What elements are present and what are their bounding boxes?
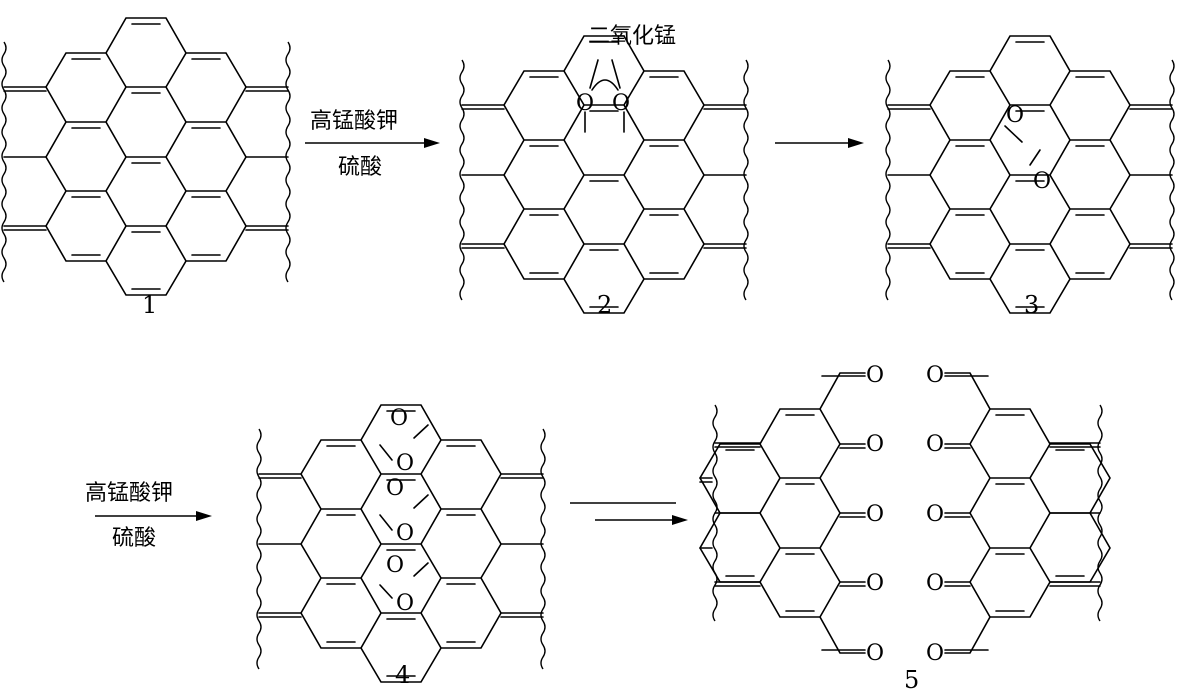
reagent-h2so4-2: 硫酸 [112, 526, 156, 551]
oxygen-atom: O [390, 406, 408, 431]
arrow-step-3 [95, 511, 212, 521]
oxygen-atom: O [926, 641, 944, 666]
oxygen-atom: O [926, 502, 944, 527]
oxygen-atom: O [396, 451, 414, 476]
label-structure-5: 5 [904, 666, 919, 693]
structure-5-left [699, 372, 866, 654]
arrow-step-4 [570, 502, 688, 525]
structure-5-right [944, 372, 1111, 654]
oxygen-atom: O [396, 591, 414, 616]
structure-2 [459, 35, 749, 314]
reagent-kmno4-1: 高锰酸钾 [310, 109, 398, 134]
structure-1 [1, 17, 291, 296]
oxygen-atom: O [396, 521, 414, 546]
oxygen-atom: O [1006, 103, 1024, 128]
structure-3 [885, 35, 1175, 314]
oxygen-atom: O [866, 502, 884, 527]
reagent-mno2: 二氧化锰 [588, 24, 676, 49]
oxygen-atom: O [576, 91, 594, 116]
oxygen-atom: O [866, 641, 884, 666]
label-structure-2: 2 [597, 291, 612, 319]
wavy-edge-right-5 [1049, 404, 1103, 622]
arrow-step-2 [775, 138, 864, 148]
oxygen-atom: O [866, 363, 884, 388]
reagent-kmno4-2: 高锰酸钾 [85, 481, 173, 506]
oxygen-atom: O [386, 553, 404, 578]
reagent-h2so4-1: 硫酸 [338, 155, 382, 180]
arrow-step-1 [305, 138, 440, 148]
oxygen-atom: O [1033, 169, 1051, 194]
oxygen-atom: O [612, 91, 630, 116]
label-structure-1: 1 [142, 291, 157, 319]
ketone-pair [1004, 125, 1041, 166]
oxygen-atom: O [926, 363, 944, 388]
manganate-ester [584, 59, 625, 133]
oxygen-atom: O [866, 432, 884, 457]
oxygen-atom: O [866, 571, 884, 596]
label-structure-4: 4 [395, 661, 410, 689]
ketone-chain [379, 424, 429, 599]
label-structure-3: 3 [1024, 291, 1039, 319]
oxygen-atom: O [386, 476, 404, 501]
wavy-edge-left-5 [712, 404, 761, 622]
oxygen-atom: O [926, 432, 944, 457]
oxygen-atom: O [926, 571, 944, 596]
